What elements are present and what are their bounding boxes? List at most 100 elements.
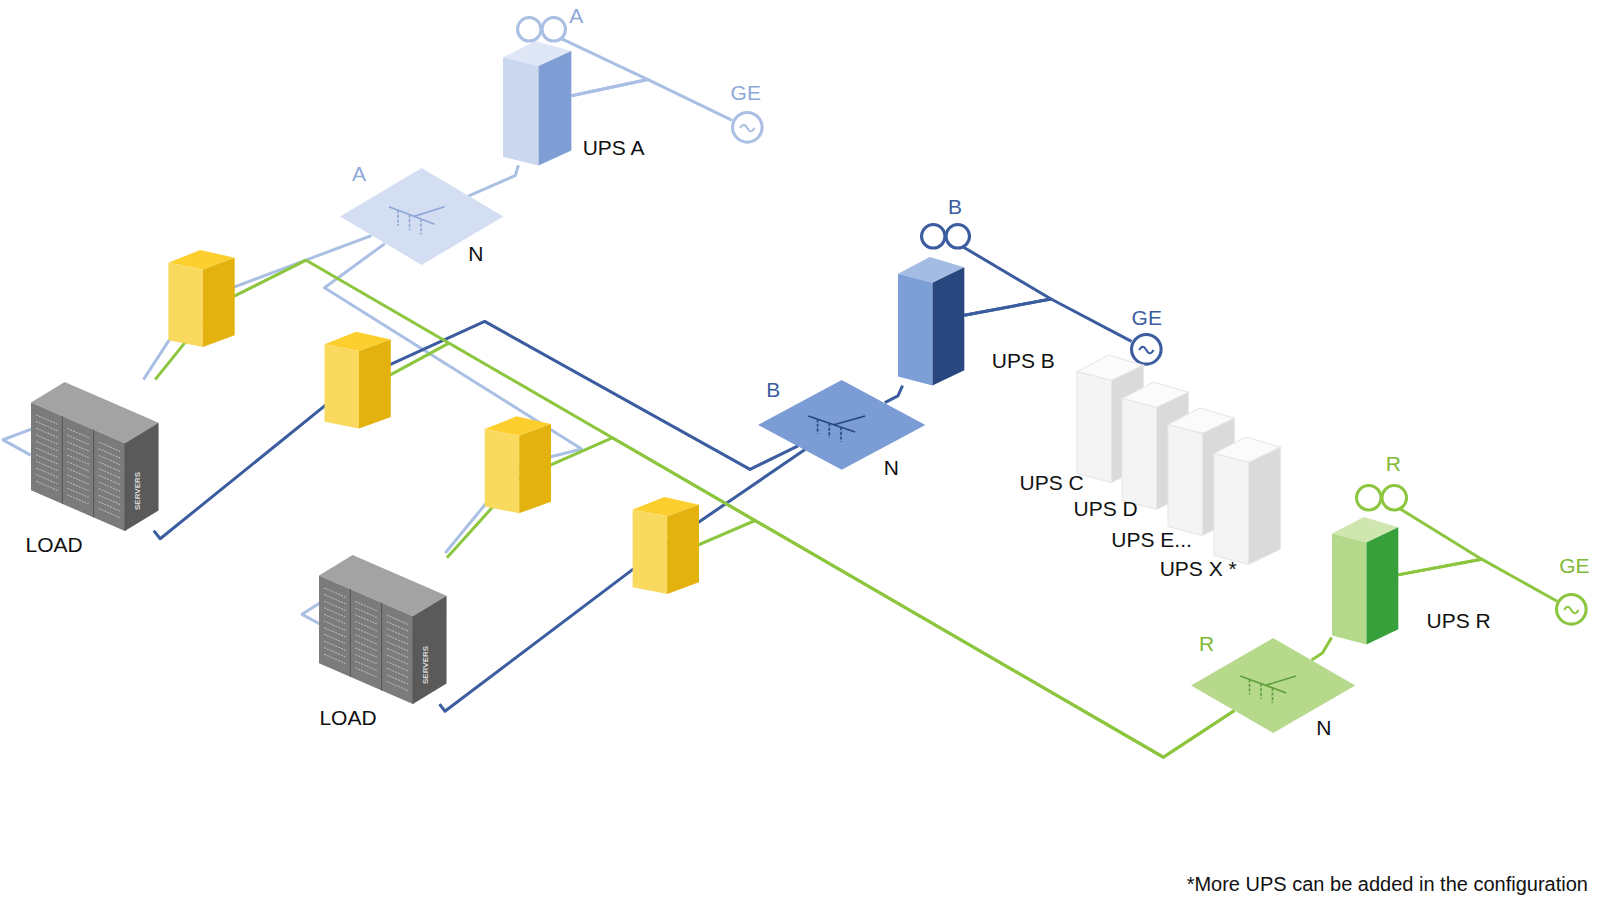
busbar-icon — [389, 207, 445, 235]
power-feeder — [468, 165, 518, 196]
vent-slot — [387, 681, 408, 690]
cabinet-right — [932, 267, 964, 385]
busbar-icon — [1240, 676, 1296, 703]
redundancy-label: N — [884, 456, 899, 480]
trafo-drawing — [920, 223, 971, 250]
cabinet-left — [898, 274, 932, 386]
rack-side — [413, 596, 447, 704]
transformer-symbol: R — [1355, 484, 1408, 512]
generator-tilde — [1564, 607, 1578, 614]
cabinet-divider — [413, 616, 414, 704]
load-label: LOAD — [319, 706, 376, 730]
gen-drawing — [731, 111, 764, 144]
generator-circle — [732, 113, 762, 143]
generator-tilde — [1139, 346, 1153, 353]
switchboard-letter: A — [352, 162, 366, 186]
incomer — [414, 207, 444, 217]
cabinet-right — [1249, 447, 1281, 564]
ups-cabinet: UPS A — [503, 41, 571, 165]
label-holder: UPS R — [1427, 609, 1491, 633]
power-feeder — [963, 247, 1051, 316]
gen-drawing — [1555, 593, 1588, 626]
rack-front — [31, 402, 125, 531]
ups-label: UPS C — [1019, 471, 1083, 495]
sts-right — [519, 424, 551, 513]
switchboard: BN — [758, 380, 925, 470]
cabinet-left — [1077, 372, 1111, 483]
cabinet-left — [1122, 398, 1156, 509]
rack-print: SERVERS — [420, 646, 431, 684]
label-holder: N — [468, 242, 483, 266]
label-holder: LOAD — [26, 533, 83, 557]
label-holder: SERVERS — [132, 472, 143, 510]
power-feeder — [885, 386, 903, 403]
label-holder: GE — [1132, 306, 1162, 330]
trafo-drawing — [1355, 484, 1408, 512]
label-holder: UPS A — [583, 136, 645, 160]
power-feeder — [1312, 637, 1332, 660]
cabinet-divider — [124, 443, 125, 531]
feeder-drop — [409, 215, 411, 231]
label-holder: GE — [731, 81, 761, 105]
feeder-drop — [829, 423, 831, 437]
sts-unit — [324, 332, 390, 429]
ups-drawing — [503, 41, 571, 165]
switchboard-plate — [758, 380, 925, 470]
feeder-drop — [817, 419, 819, 433]
vent-slot — [36, 481, 57, 490]
note-holder: *More UPS can be added in the configurat… — [1187, 872, 1588, 896]
ups-cabinet: UPS B — [898, 257, 964, 386]
winding-circle — [1382, 485, 1406, 509]
busbar-icon — [808, 415, 865, 441]
load-label: LOAD — [26, 533, 83, 557]
sts-unit — [168, 250, 234, 347]
label-holder: A — [352, 162, 366, 186]
sts-unit — [485, 416, 551, 513]
transformer-symbol: A — [516, 16, 567, 43]
incomer — [1265, 676, 1296, 685]
generator-symbol: GE — [1130, 333, 1163, 366]
label-holder: B — [766, 378, 780, 402]
winding-circle — [542, 18, 565, 41]
switchboard: AN — [340, 168, 503, 265]
winding-circle — [1357, 485, 1381, 509]
sts-right — [667, 505, 699, 594]
ups-cabinet: UPS R — [1332, 517, 1398, 645]
label-holder: A — [569, 4, 583, 28]
busbar — [808, 415, 855, 431]
power-feeder — [447, 438, 1235, 757]
switchboard-letter: B — [766, 378, 780, 402]
power-feeder — [1398, 559, 1557, 601]
generator-symbol: GE — [731, 111, 764, 144]
rack-vents — [36, 414, 125, 530]
source-letter: B — [948, 195, 962, 219]
vent-slot — [356, 668, 377, 677]
rack-front — [319, 575, 413, 704]
source-letter: R — [1386, 452, 1401, 476]
cabinet-left — [1214, 453, 1248, 564]
winding-circle — [922, 225, 945, 248]
winding-circle — [518, 18, 541, 41]
rack-side — [124, 422, 158, 530]
ups-label: UPS E... — [1111, 528, 1192, 552]
ups-label: UPS A — [583, 136, 645, 160]
transformer-symbol: B — [920, 223, 971, 250]
cabinet-divider — [382, 603, 383, 691]
load-cable — [3, 429, 33, 456]
power-feeder — [561, 38, 648, 95]
server-rack: LOADSERVERS — [31, 380, 159, 531]
rack-vents — [324, 588, 413, 704]
cabinet-left — [1332, 534, 1366, 645]
power-feeder — [1398, 508, 1482, 575]
power-feeder — [571, 80, 732, 121]
switchboard: RN — [1191, 638, 1355, 733]
cabinet-left — [503, 57, 539, 165]
server-rack: LOADSERVERS — [319, 553, 447, 704]
redundancy-label: N — [1316, 716, 1331, 740]
winding-circle — [946, 225, 969, 248]
feeder-drop — [420, 219, 422, 235]
label-holder: B — [948, 195, 962, 219]
ups-drawing — [1332, 517, 1398, 645]
